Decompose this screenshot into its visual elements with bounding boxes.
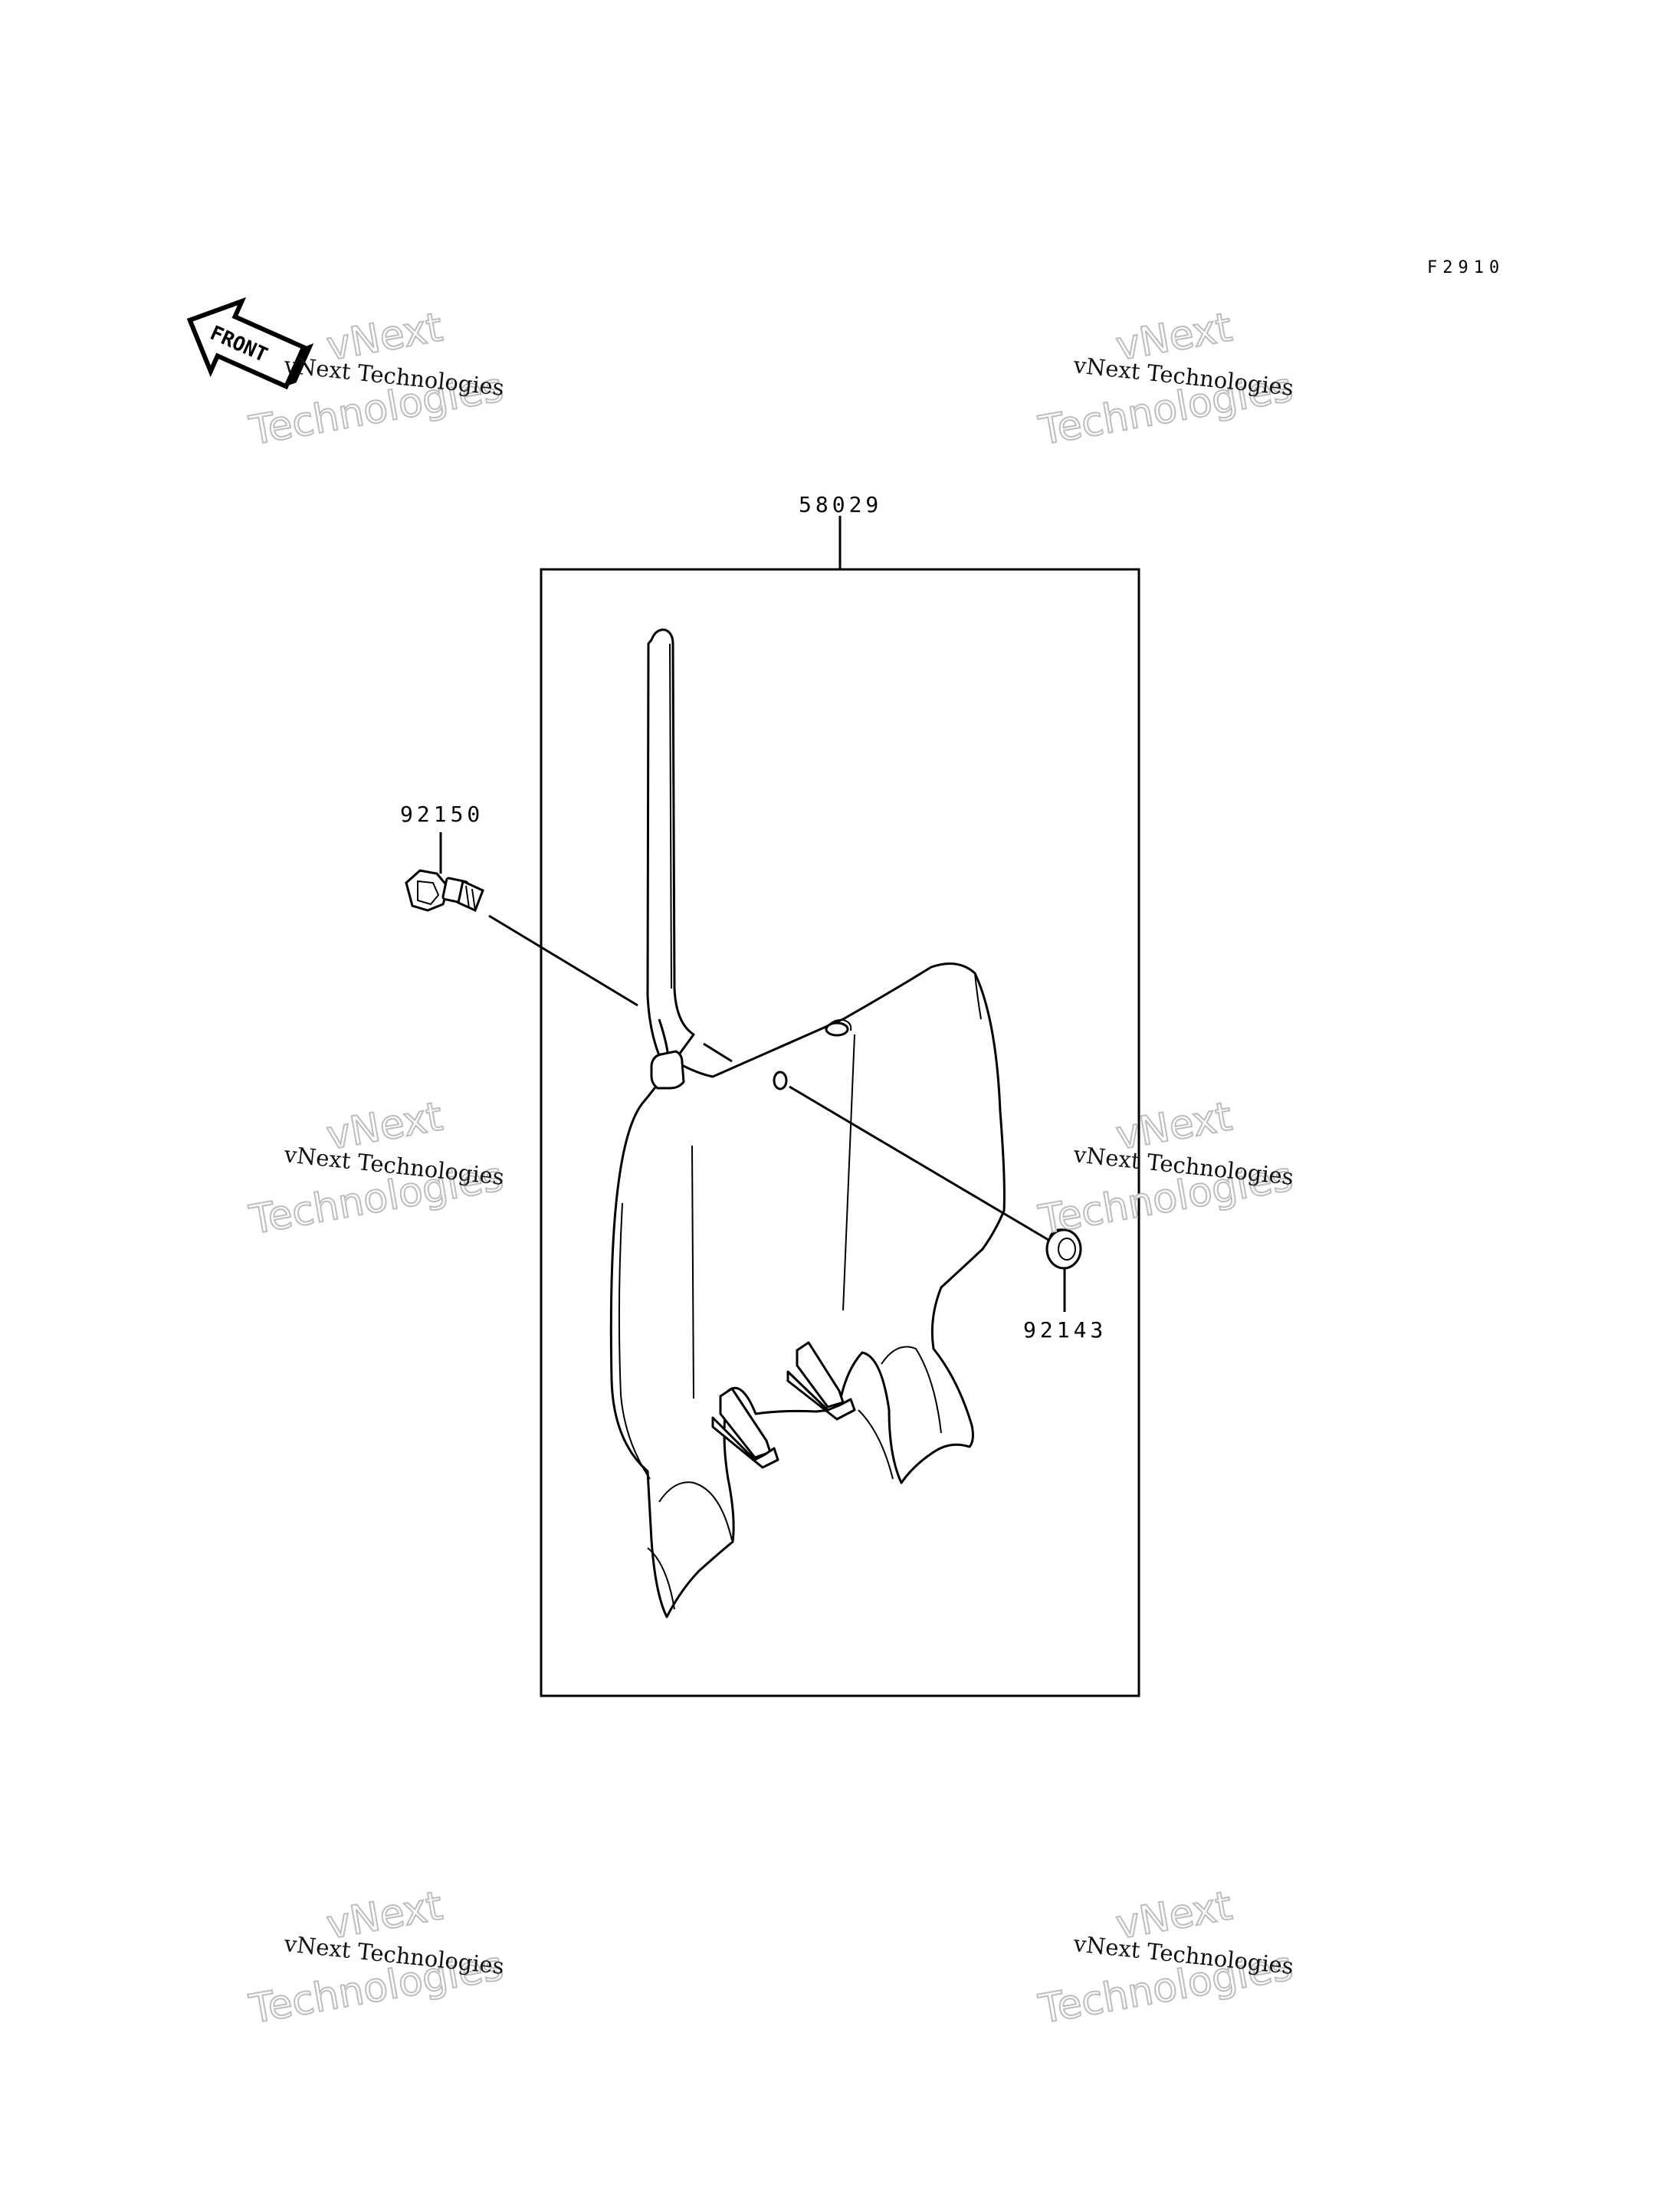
grommet-guide-line	[789, 1085, 1049, 1241]
part-label-92150: 92150	[400, 802, 484, 827]
front-arrow-icon: FRONT	[186, 297, 314, 390]
number-plate-drawing	[609, 628, 1006, 1618]
watermark-mid-left: vNext Technologies vNext Technologies	[245, 1093, 507, 1244]
part-label-92143: 92143	[1023, 1317, 1107, 1343]
watermark-mid-right: vNext Technologies vNext Technologies	[1035, 1093, 1297, 1244]
bolt-guide-line-2	[703, 1042, 733, 1063]
watermark-bottom-right: vNext Technologies vNext Technologies	[1035, 1882, 1297, 2034]
watermark-bottom-left: vNext Technologies vNext Technologies	[245, 1882, 507, 2034]
grommet-92143	[1045, 1228, 1082, 1270]
bolt-guide-line	[488, 914, 638, 1007]
watermark-top-right: vNext Technologies vNext Technologies	[1035, 303, 1297, 455]
part-label-58029: 58029	[799, 492, 882, 517]
bolt-92150	[405, 869, 484, 913]
figure-code: F2910	[1427, 258, 1504, 277]
